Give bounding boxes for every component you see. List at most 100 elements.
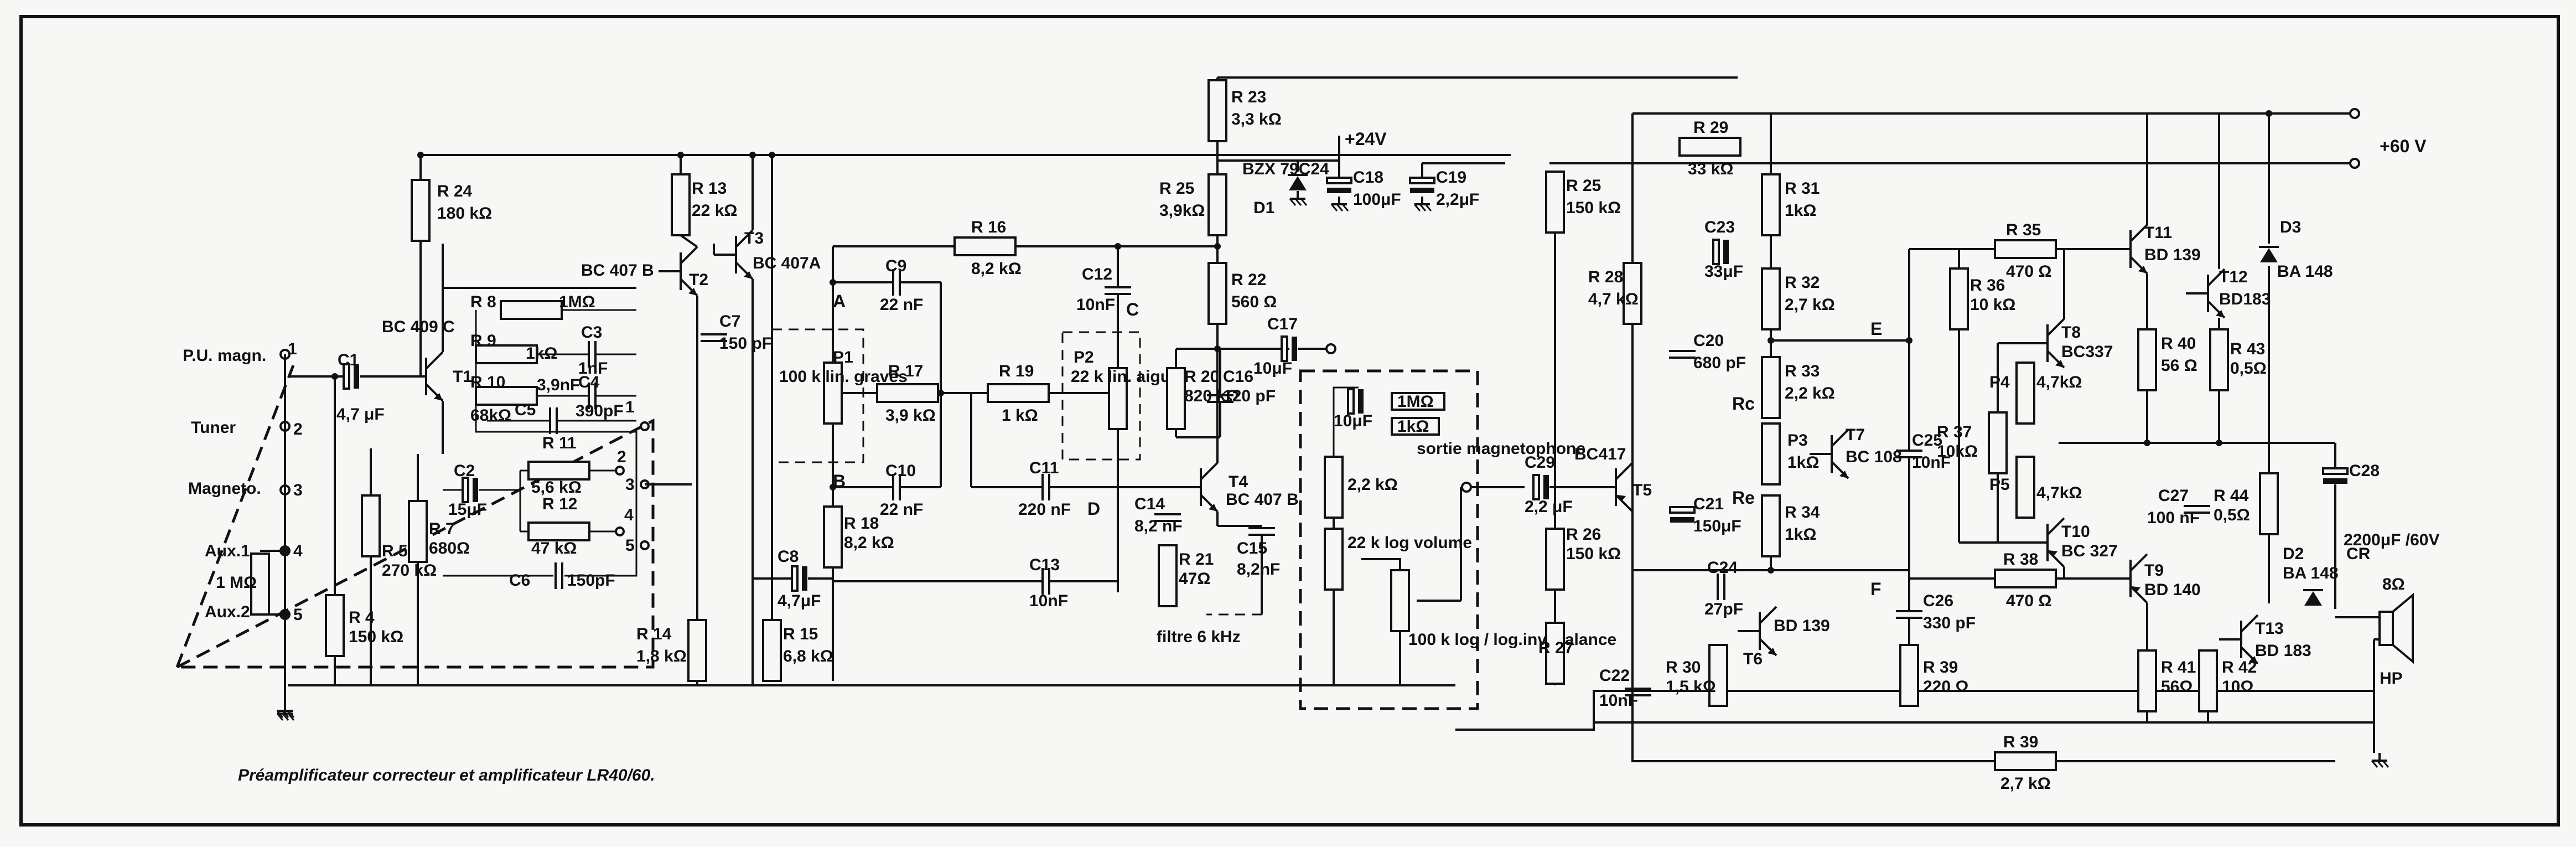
volume-balance-block: 2,2 kΩ 22 k log volume 100 k log / log.i…: [1299, 369, 1616, 710]
c3-ref: C3: [581, 323, 602, 342]
c5-ref: C5: [515, 401, 536, 419]
c28-ref: C28: [2349, 462, 2380, 480]
p2-val: 22 k lin. aigus: [1071, 368, 1180, 386]
tape-label: sortie magnetophone: [1417, 440, 1585, 458]
r36-ref: R 36: [1970, 276, 2005, 295]
tape-r2: 1kΩ: [1397, 417, 1429, 436]
c22-ref: C22: [1599, 667, 1630, 685]
d2-type: BA 148: [2283, 564, 2339, 582]
r15-val: 6,8 kΩ: [783, 647, 833, 665]
c8-val: 4,7μF: [778, 592, 821, 610]
r21-val: 47Ω: [1179, 570, 1210, 588]
input-label-tuner: Tuner: [191, 419, 236, 437]
speaker-icon: 8Ω HP: [2335, 575, 2414, 753]
r37-val: 10kΩ: [1937, 442, 1978, 461]
c7-val: 150 pF: [719, 334, 772, 353]
r11-ref: R 11: [542, 434, 577, 452]
r42-ref: R 42: [2222, 658, 2257, 676]
r38-ref: R 38: [2003, 550, 2038, 569]
sw-contact-5[interactable]: [640, 540, 650, 550]
sw-pin-1: 1: [625, 398, 635, 416]
figure-caption: Préamplificateur correcteur et amplifica…: [238, 766, 655, 784]
regulator-24v: BZX 79C24 D1 C18 100μF +24V C19 2,2μF: [1217, 129, 1505, 217]
r12-val: 47 kΩ: [531, 539, 577, 557]
r33-ref: R 33: [1785, 362, 1820, 380]
filter-stage: R 23 3,3 kΩ R 25 3,9kΩ R 22 560 Ω R 20 8…: [1134, 79, 1336, 646]
c22-val: 10nF: [1599, 691, 1638, 710]
t10-type: BC 327: [2061, 542, 2118, 560]
c12-val: 10nF: [1076, 296, 1115, 314]
junction-dots: [282, 110, 2272, 618]
p3-val: 1kΩ: [1787, 453, 1819, 472]
sw-contact-1[interactable]: [640, 421, 650, 431]
d3-type: BA 148: [2277, 262, 2333, 281]
t2-ref: T2: [689, 271, 708, 289]
r38-val: 470 Ω: [2006, 592, 2051, 610]
r20-ref: R 20: [1184, 368, 1219, 386]
c9-ref: C9: [885, 257, 906, 275]
c26-ref: C26: [1923, 592, 1953, 610]
c14-val: 8,2 nF: [1134, 517, 1183, 535]
sw-contact-4[interactable]: [615, 526, 625, 536]
p1-val: 100 k lin. graves: [779, 368, 908, 386]
r26-ref: R 26: [1566, 525, 1601, 544]
rc-label: Rc: [1732, 394, 1755, 414]
sw-pin-4: 4: [624, 506, 634, 524]
supply-60v: +60 V: [2380, 136, 2427, 156]
speaker-impedance: 8Ω: [2382, 575, 2405, 593]
c2-ref: C2: [454, 462, 475, 480]
r28-val: 4,7 kΩ: [1588, 290, 1639, 308]
c1-val: 4,7 μF: [336, 405, 385, 424]
c10-ref: C10: [885, 462, 916, 480]
t13-ref: T13: [2255, 619, 2284, 638]
t12-ref: T12: [2219, 268, 2248, 286]
r22-val: 560 Ω: [1231, 293, 1277, 311]
r39a-val: 220 Ω: [1923, 678, 1968, 696]
p1-ref: P1: [833, 348, 853, 366]
c2-val: 15μF: [448, 500, 487, 519]
node-d: D: [1087, 499, 1100, 519]
t3-ref: T3: [744, 229, 764, 247]
c17-ref: C17: [1267, 315, 1298, 333]
r30-ref: R 30: [1666, 658, 1701, 676]
r23-ref: R 23: [1231, 88, 1266, 106]
c23-val: 33μF: [1704, 262, 1743, 281]
c10-val: 22 nF: [880, 500, 923, 519]
r19-ref: R 19: [999, 362, 1034, 380]
node-e: E: [1870, 319, 1882, 339]
node-c: C: [1126, 299, 1139, 319]
c20-ref: C20: [1693, 332, 1724, 350]
c21-val: 150μF: [1693, 517, 1741, 535]
d2-ref: D2: [2283, 545, 2304, 563]
c17-val: 10μF: [1253, 359, 1292, 378]
c20-val: 680 pF: [1693, 354, 1746, 372]
tone-control: R 16 8,2 kΩ A B C9 22 nF P1 100 k lin. g…: [753, 155, 1217, 682]
c11-val: 220 nF: [1018, 500, 1071, 519]
c29-ref: C29: [1525, 453, 1555, 472]
t9-type: BD 140: [2144, 581, 2201, 599]
output-stage: R 35 470 Ω R 36 10 kΩ T11 BD 139 T12 BD1…: [1909, 113, 2439, 768]
speaker-label: HP: [2380, 669, 2403, 688]
c18-ref: C18: [1353, 168, 1383, 187]
sw-pin-3: 3: [625, 476, 635, 494]
c19-ref: C19: [1436, 168, 1466, 187]
t8-ref: T8: [2061, 323, 2081, 342]
re-label: Re: [1732, 488, 1755, 508]
sw-contact-2[interactable]: [615, 466, 625, 476]
sw-pin-5: 5: [625, 536, 635, 555]
r36-val: 10 kΩ: [1970, 296, 2015, 314]
p5-ref: P5: [1989, 476, 2010, 494]
r27-ref: R 27: [1538, 639, 1573, 657]
c6-val: 150pF: [567, 571, 615, 590]
t6-ref: T6: [1743, 650, 1763, 668]
r31-ref: R 31: [1785, 179, 1820, 198]
r33-val: 2,2 kΩ: [1785, 384, 1835, 402]
p4-val: 4,7kΩ: [2036, 373, 2082, 391]
r24-val: 180 kΩ: [437, 204, 492, 223]
c14-ref: C14: [1134, 495, 1165, 513]
r25a-ref: R 25: [1159, 179, 1194, 198]
t5-ref: T5: [1632, 481, 1652, 499]
r39b-val: 2,7 kΩ: [2000, 774, 2051, 793]
input-pin-4: 4: [293, 542, 303, 560]
